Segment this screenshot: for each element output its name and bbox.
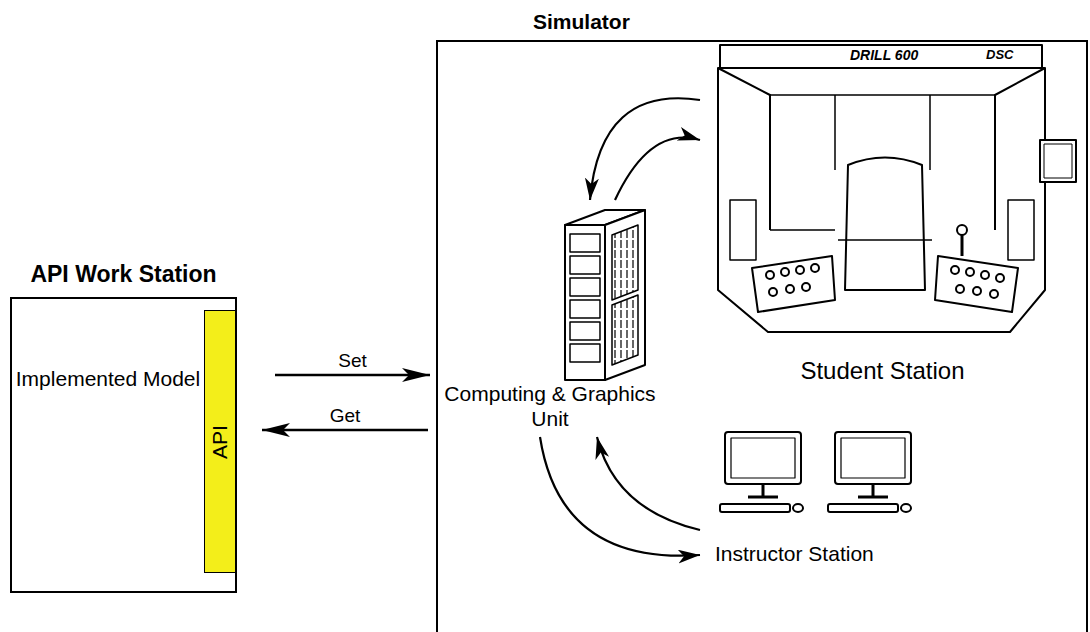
instructor-station: Instructor Station	[700, 425, 940, 570]
arrow-label: Set	[336, 350, 369, 372]
simulator-box: SimulatorComputing & Graphics UnitStuden…	[436, 40, 1088, 632]
panel-lettering: DSC	[984, 48, 1015, 62]
data-arrow	[275, 374, 430, 377]
band-label: API	[208, 425, 232, 459]
instructor-monitors	[720, 432, 911, 512]
link-arrow	[615, 138, 700, 201]
computing-unit: Computing & Graphics Unit	[438, 200, 662, 437]
node-heading: Simulator	[533, 10, 630, 34]
node-label: Computing & Graphics Unit	[438, 381, 662, 437]
node-heading: API Work Station	[12, 261, 235, 287]
panel-lettering: DRILL 600	[848, 48, 920, 63]
node-label: Instructor Station	[700, 541, 940, 570]
student-station: Student Station	[700, 40, 1065, 390]
data-arrow	[262, 429, 428, 432]
server-rack	[565, 210, 645, 380]
link-arrow	[590, 98, 700, 200]
drill-simulator-cockpit	[718, 45, 1076, 332]
node-label: Student Station	[700, 357, 1065, 390]
node-body: Implemented Model	[12, 365, 204, 392]
link-arrow	[597, 437, 700, 530]
arrow-label: Get	[328, 405, 363, 427]
link-arrow	[540, 437, 700, 556]
workstation-box: API Work StationImplemented ModelAPI	[10, 297, 237, 593]
api-band: API	[204, 310, 236, 573]
